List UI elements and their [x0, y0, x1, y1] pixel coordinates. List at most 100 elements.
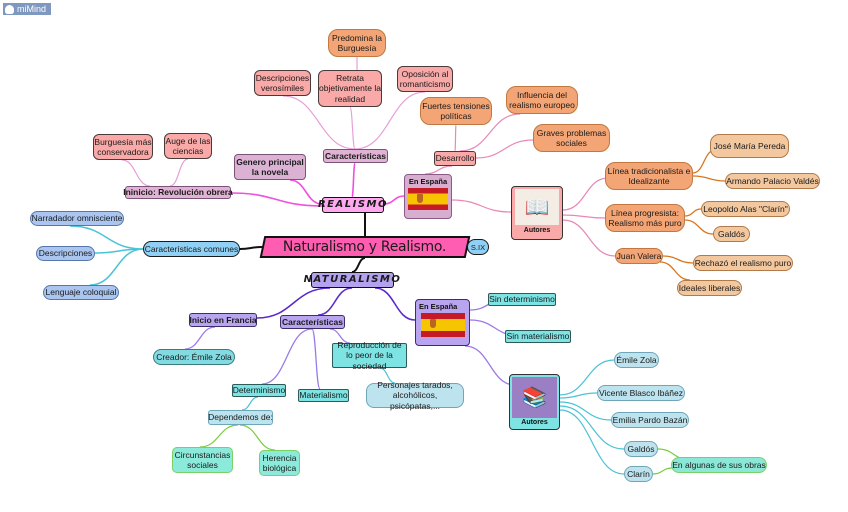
- connector-line: [692, 175, 726, 182]
- connector-line: [562, 177, 609, 211]
- connector-line: [562, 219, 616, 257]
- comunes-item[interactable]: Descripciones: [36, 246, 95, 261]
- six-node[interactable]: S.IX: [467, 239, 489, 255]
- predomina-node[interactable]: Predomina la Burguesía: [328, 29, 386, 57]
- connector-line: [383, 195, 405, 205]
- linea-node[interactable]: Línea progresista: Realismo más puro: [605, 204, 685, 232]
- autor-node[interactable]: Leopoldo Alas "Clarín": [701, 201, 790, 217]
- connector-line: [354, 91, 426, 150]
- connector-line: [662, 255, 694, 264]
- autor-node[interactable]: Armando Palacio Valdés: [725, 173, 820, 189]
- connector-line: [451, 199, 512, 213]
- naturalismo-autor-node[interactable]: Émile Zola: [614, 352, 659, 368]
- connector-line: [475, 139, 534, 159]
- connector-line: [351, 257, 366, 273]
- caracteristica-item[interactable]: Retrata objetivamente la realidad: [318, 70, 382, 107]
- connector-line: [464, 345, 516, 386]
- connector-line: [684, 208, 702, 217]
- caracteristicas-comunes-node[interactable]: Características comunes: [143, 241, 240, 257]
- open-book-icon: 📖: [515, 189, 559, 225]
- autores-label: Autores: [521, 419, 548, 426]
- connector-line: [184, 326, 216, 350]
- connector-line: [349, 106, 356, 150]
- connector-line: [329, 328, 351, 344]
- connector-line: [659, 261, 691, 281]
- connector-line: [454, 124, 457, 152]
- connector-line: [239, 424, 276, 451]
- linea-node[interactable]: Línea tradicionalista e Idealizante: [605, 162, 693, 190]
- connector-line: [562, 214, 606, 219]
- inicio-francia-node[interactable]: Inicio en Francia: [189, 313, 257, 327]
- genero-node[interactable]: Genero principal la novela: [234, 154, 306, 180]
- creador-node[interactable]: Creador: Émile Zola: [153, 349, 235, 365]
- connector-line: [121, 159, 151, 187]
- brand-logo: miMind: [3, 3, 51, 15]
- connector-line: [89, 248, 144, 286]
- connector-line: [351, 162, 356, 198]
- dependemos-child[interactable]: Herencia biológica: [259, 450, 300, 476]
- inicio-child[interactable]: Burguesía más conservadora: [93, 134, 153, 160]
- determinismo-node[interactable]: Determinismo: [232, 384, 286, 397]
- spain-flag-icon: [408, 188, 448, 210]
- espana-child[interactable]: Sin materialismo: [505, 330, 571, 343]
- desarrollo-child[interactable]: Graves problemas sociales: [533, 124, 610, 152]
- connector-line: [379, 367, 396, 384]
- desarrollo-child[interactable]: Influencia del realismo europeo: [506, 86, 578, 114]
- personajes-node[interactable]: Personajes tarados, alcohólicos, psicópa…: [366, 380, 464, 411]
- inicio-child[interactable]: Auge de las ciencias: [164, 133, 212, 159]
- autor-node[interactable]: Galdós: [713, 226, 750, 242]
- connector-line: [199, 424, 239, 448]
- obras-note-node[interactable]: En algunas de sus obras: [671, 457, 767, 473]
- linea-node[interactable]: Juan Valera: [615, 248, 663, 264]
- connector-line: [652, 467, 673, 475]
- connector-line: [559, 405, 625, 450]
- caracteristica-item[interactable]: Oposición al romanticismo: [397, 66, 453, 92]
- naturalismo-autor-node[interactable]: Clarín: [624, 466, 653, 482]
- comunes-item[interactable]: Narradador omnisciente: [30, 211, 124, 226]
- caracteristica-item[interactable]: Descripciones verosímiles: [254, 70, 311, 96]
- naturalismo-autor-node[interactable]: Galdós: [624, 441, 658, 457]
- connector-line: [256, 287, 331, 319]
- autor-node[interactable]: José María Pereda: [710, 134, 789, 158]
- connector-line: [261, 328, 313, 385]
- autor-node[interactable]: Ideales liberales: [677, 280, 742, 296]
- realismo-node[interactable]: REALISMO: [318, 197, 387, 213]
- desarrollo-child[interactable]: Fuertes tensiones políticas: [420, 97, 492, 125]
- espana-child[interactable]: Sin determinismo: [488, 293, 556, 306]
- naturalismo-autor-node[interactable]: Emilia Pardo Bazán: [611, 412, 689, 428]
- inicio-realismo-node[interactable]: Ininicio: Revolución obrera: [123, 186, 233, 199]
- connector-line: [241, 396, 259, 411]
- materialismo-node[interactable]: Materialismo: [298, 389, 349, 402]
- books-magnifier-icon: 📚: [512, 377, 557, 418]
- connector-line: [559, 401, 612, 421]
- connector-line: [289, 179, 323, 205]
- autores-label: Autores: [523, 227, 551, 234]
- reproduccion-node[interactable]: Reproducción de lo peor de la sociedad: [332, 340, 407, 371]
- central-topic-label: Naturalismo y Realismo.: [283, 238, 447, 255]
- connector-line: [559, 359, 615, 396]
- espana-label: En España: [408, 177, 448, 186]
- naturalismo-espana-card[interactable]: En España: [415, 299, 470, 346]
- connector-line: [239, 246, 263, 250]
- caracteristicas-naturalismo-node[interactable]: Características: [280, 315, 345, 329]
- comunes-item[interactable]: Lenguaje coloquial: [43, 285, 119, 300]
- dependemos-child[interactable]: Circunstancias sociales: [172, 447, 233, 473]
- naturalismo-autores-card[interactable]: 📚 Autores: [509, 374, 560, 430]
- naturalismo-autor-node[interactable]: Vicente Blasco Ibáñez: [597, 385, 685, 401]
- espana-label: En España: [419, 302, 458, 311]
- naturalismo-node[interactable]: NATURALISMO: [304, 272, 400, 288]
- connector-line: [311, 328, 321, 390]
- realismo-autores-card[interactable]: 📖 Autores: [511, 186, 563, 240]
- realismo-espana-card[interactable]: En España: [404, 174, 452, 219]
- connector-line: [684, 219, 714, 235]
- caracteristicas-realismo-node[interactable]: Características: [323, 149, 388, 163]
- connector-line: [559, 392, 598, 399]
- central-topic[interactable]: Naturalismo y Realismo.: [259, 236, 471, 258]
- autor-node[interactable]: Rechazó el realismo puro: [693, 255, 793, 271]
- dependemos-node[interactable]: Dependemos de:: [208, 410, 273, 425]
- connector-line: [317, 287, 353, 316]
- brand-label: miMind: [17, 4, 47, 14]
- desarrollo-node[interactable]: Desarrollo: [434, 151, 476, 166]
- spain-flag-icon: [420, 313, 465, 337]
